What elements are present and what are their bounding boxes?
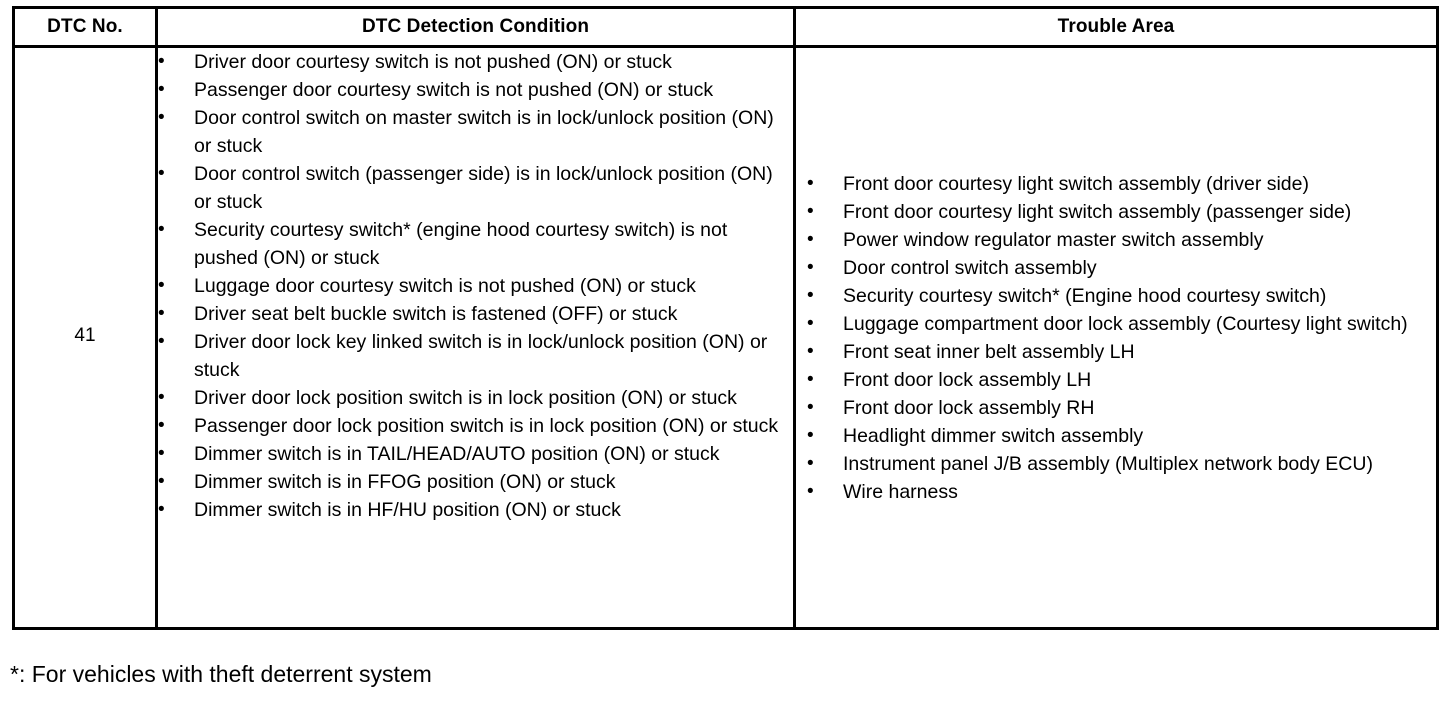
trouble-area-item: • Front seat inner belt assembly LH <box>807 338 1422 366</box>
bullet-icon: • <box>807 480 814 502</box>
detection-condition-item-text: Driver door lock key linked switch is in… <box>194 331 768 381</box>
trouble-area-list: • Front door courtesy light switch assemb… <box>807 170 1422 506</box>
bullet-icon: • <box>158 275 165 296</box>
trouble-area-item-text: Front seat inner belt assembly LH <box>843 340 1135 363</box>
footnote-text: *: For vehicles with theft deterrent sys… <box>10 661 432 687</box>
detection-condition-item: • Driver seat belt buckle switch is faste… <box>158 300 793 328</box>
trouble-area-item-text: Front door lock assembly RH <box>843 396 1095 419</box>
bullet-icon: • <box>158 499 165 520</box>
detection-condition-item: • Driver door lock position switch is in … <box>158 384 793 412</box>
trouble-area-item: • Front door courtesy light switch assemb… <box>807 170 1422 198</box>
bullet-icon: • <box>158 471 165 492</box>
trouble-area-item: • Front door courtesy light switch assemb… <box>807 198 1422 226</box>
bullet-icon: • <box>807 228 814 250</box>
trouble-area-wrapper: • Front door courtesy light switch assemb… <box>796 48 1436 627</box>
detection-condition-item-text: Dimmer switch is in HF/HU position (ON) … <box>194 499 621 521</box>
table-header-row: DTC No. DTC Detection Condition Trouble … <box>12 6 1439 48</box>
detection-condition-item: • Dimmer switch is in FFOG position (ON) … <box>158 468 793 496</box>
cell-dtc-no: 41 <box>12 46 158 630</box>
cell-trouble-areas: • Front door courtesy light switch assemb… <box>793 46 1439 630</box>
detection-condition-item-text: Passenger door courtesy switch is not pu… <box>194 79 714 101</box>
column-header-trouble-area: Trouble Area <box>793 6 1439 48</box>
detection-condition-item: • Security courtesy switch* (engine hood … <box>158 216 793 272</box>
detection-condition-item: • Dimmer switch is in TAIL/HEAD/AUTO posi… <box>158 440 793 468</box>
detection-condition-item: • Driver door lock key linked switch is i… <box>158 328 793 384</box>
trouble-area-item-text: Instrument panel J/B assembly (Multiplex… <box>843 452 1373 475</box>
trouble-area-item: • Front door lock assembly RH <box>807 394 1422 422</box>
bullet-icon: • <box>807 284 814 306</box>
detection-condition-list: • Driver door courtesy switch is not push… <box>158 48 793 524</box>
detection-condition-item: • Door control switch (passenger side) is… <box>158 160 793 216</box>
bullet-icon: • <box>158 51 165 72</box>
trouble-area-item: • Luggage compartment door lock assembly … <box>807 310 1422 338</box>
trouble-area-item-text: Headlight dimmer switch assembly <box>843 424 1144 447</box>
detection-condition-item-text: Dimmer switch is in FFOG position (ON) o… <box>194 471 616 493</box>
cell-detection-conditions: • Driver door courtesy switch is not push… <box>155 46 796 630</box>
detection-condition-item: • Dimmer switch is in HF/HU position (ON)… <box>158 496 793 524</box>
trouble-area-item-text: Door control switch assembly <box>843 256 1097 279</box>
bullet-icon: • <box>158 387 165 408</box>
trouble-area-item-text: Security courtesy switch* (Engine hood c… <box>843 284 1327 307</box>
bullet-icon: • <box>807 312 814 334</box>
detection-condition-item-text: Door control switch (passenger side) is … <box>194 163 773 213</box>
trouble-area-item-text: Front door courtesy light switch assembl… <box>843 200 1352 223</box>
table-row: 41 • Driver door courtesy switch is not p… <box>12 46 1439 630</box>
trouble-area-item-text: Front door courtesy light switch assembl… <box>843 172 1309 195</box>
trouble-area-item-text: Front door lock assembly LH <box>843 368 1092 391</box>
trouble-area-item: • Wire harness <box>807 478 1422 506</box>
detection-condition-item: • Passenger door courtesy switch is not p… <box>158 76 793 104</box>
detection-condition-item: • Driver door courtesy switch is not push… <box>158 48 793 76</box>
detection-condition-item-text: Driver door lock position switch is in l… <box>194 387 737 409</box>
dtc-table: DTC No. DTC Detection Condition Trouble … <box>12 6 1439 630</box>
column-header-dtc-no: DTC No. <box>12 6 158 48</box>
trouble-area-item-text: Luggage compartment door lock assembly (… <box>843 312 1408 335</box>
bullet-icon: • <box>158 219 165 240</box>
bullet-icon: • <box>807 256 814 278</box>
trouble-area-item-text: Wire harness <box>843 480 958 503</box>
detection-condition-item: • Luggage door courtesy switch is not pus… <box>158 272 793 300</box>
trouble-area-item: • Instrument panel J/B assembly (Multiple… <box>807 450 1422 478</box>
bullet-icon: • <box>807 396 814 418</box>
bullet-icon: • <box>158 79 165 100</box>
detection-condition-item-text: Passenger door lock position switch is i… <box>194 415 779 437</box>
bullet-icon: • <box>158 415 165 436</box>
detection-condition-item: • Door control switch on master switch is… <box>158 104 793 160</box>
trouble-area-item: • Door control switch assembly <box>807 254 1422 282</box>
bullet-icon: • <box>807 368 814 390</box>
detection-condition-item-text: Security courtesy switch* (engine hood c… <box>194 219 728 269</box>
bullet-icon: • <box>807 340 814 362</box>
detection-condition-item-text: Luggage door courtesy switch is not push… <box>194 275 696 297</box>
trouble-area-item: • Security courtesy switch* (Engine hood … <box>807 282 1422 310</box>
detection-condition-item-text: Door control switch on master switch is … <box>194 107 774 157</box>
bullet-icon: • <box>158 107 165 128</box>
column-header-detection-condition: DTC Detection Condition <box>155 6 796 48</box>
trouble-area-item-text: Power window regulator master switch ass… <box>843 228 1264 251</box>
trouble-area-item: • Power window regulator master switch as… <box>807 226 1422 254</box>
detection-condition-item-text: Driver door courtesy switch is not pushe… <box>194 51 672 73</box>
trouble-area-item: • Front door lock assembly LH <box>807 366 1422 394</box>
table-body: 41 • Driver door courtesy switch is not p… <box>12 46 1439 630</box>
bullet-icon: • <box>158 331 165 352</box>
trouble-area-item: • Headlight dimmer switch assembly <box>807 422 1422 450</box>
detection-condition-item: • Passenger door lock position switch is … <box>158 412 793 440</box>
bullet-icon: • <box>807 200 814 222</box>
bullet-icon: • <box>158 163 165 184</box>
table-header: DTC No. DTC Detection Condition Trouble … <box>12 6 1439 48</box>
detection-condition-item-text: Driver seat belt buckle switch is fasten… <box>194 303 678 325</box>
bullet-icon: • <box>158 443 165 464</box>
detection-condition-item-text: Dimmer switch is in TAIL/HEAD/AUTO posit… <box>194 443 720 465</box>
bullet-icon: • <box>158 303 165 324</box>
bullet-icon: • <box>807 172 814 194</box>
bullet-icon: • <box>807 452 814 474</box>
header-double-rule <box>12 45 1436 47</box>
bullet-icon: • <box>807 424 814 446</box>
